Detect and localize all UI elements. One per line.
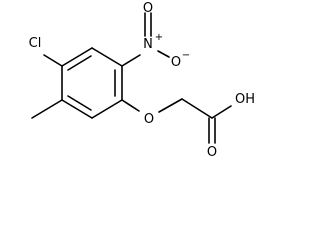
ring-bond-inner-bottom-left — [67, 95, 92, 111]
nitro-nitrogen-label: N — [143, 37, 153, 52]
nitro-charge-minus: − — [182, 50, 190, 61]
bond-ring-to-nitrogen — [121, 54, 141, 67]
nitro-oxygen-top-label: O — [143, 1, 153, 16]
carbonyl-oxygen-label: O — [207, 145, 217, 160]
chemical-structure-diagram: O N + O − Cl O OH O — [29, 1, 255, 160]
bond-ring-to-ether-oxygen — [121, 99, 140, 112]
ring-bond-bottom-left — [61, 99, 93, 119]
ring-bond-inner-top-left — [67, 55, 92, 71]
bond-ring-to-chlorine — [43, 54, 63, 67]
benzene-ring — [61, 47, 123, 119]
bond-carboxyl-carbon-to-hydroxyl — [211, 105, 232, 119]
bond-nitrogen-oxygen-right — [157, 50, 170, 58]
hydroxyl-label: OH — [235, 92, 255, 107]
ether-oxygen-label: O — [144, 112, 154, 127]
chlorine-label: Cl — [29, 36, 42, 51]
bond-ether-oxygen-to-methylene — [158, 98, 183, 113]
ring-bond-bottom-right — [91, 99, 123, 119]
ring-bond-top — [91, 47, 123, 67]
bond-ring-to-methyl — [31, 99, 63, 119]
chloro-substituent: Cl — [29, 36, 63, 67]
nitro-group: O N + O − — [121, 1, 190, 70]
bond-methylene-to-carboxyl-carbon — [181, 98, 213, 119]
methyl-substituent — [31, 99, 63, 119]
ring-bond-top-left — [61, 47, 93, 67]
nitro-charge-plus: + — [155, 32, 163, 43]
nitro-oxygen-right-label: O — [171, 55, 181, 70]
oxyacetic-acid-chain: O OH O — [121, 92, 255, 160]
